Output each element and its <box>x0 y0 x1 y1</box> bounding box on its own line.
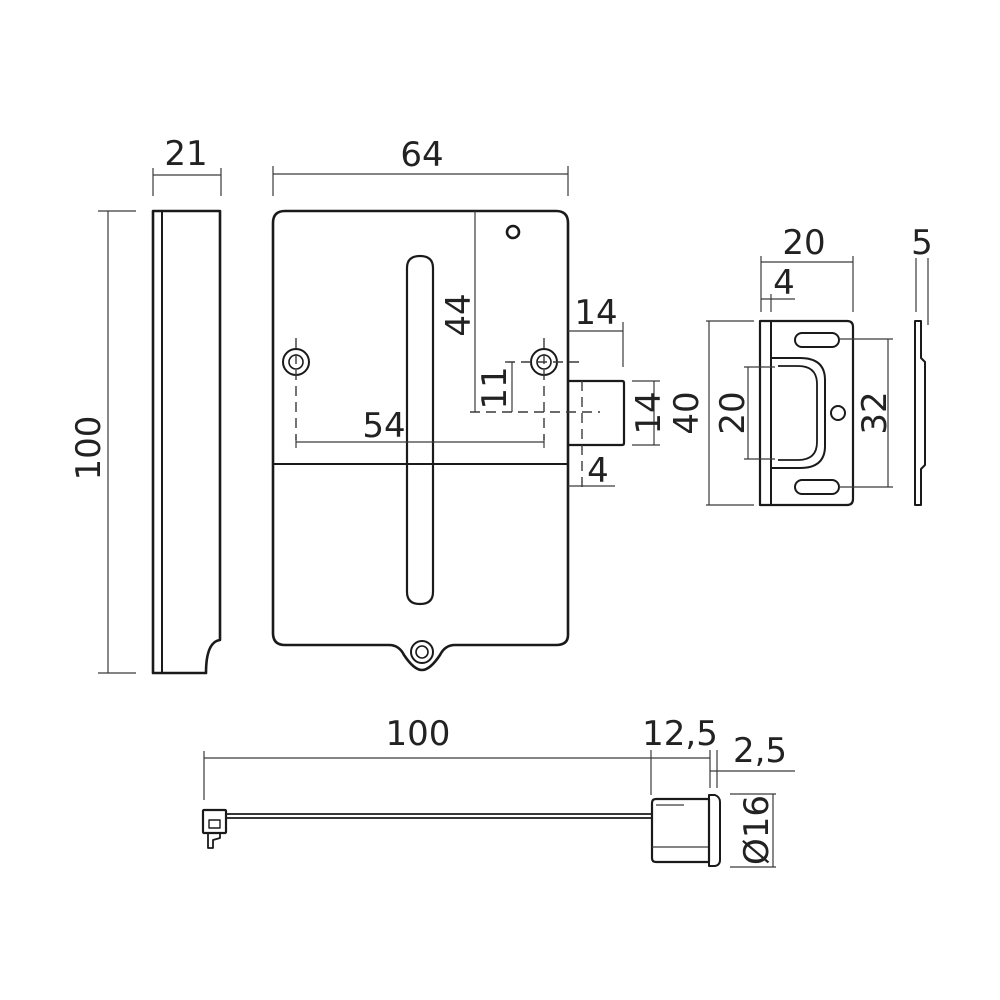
cable-button-view: 100 12,5 2,5 Ø16 <box>201 714 795 868</box>
dim-spindle-offset: 44 <box>439 293 479 336</box>
dim-bolt-inset: 4 <box>587 451 609 491</box>
dim-strike-hole-spacing: 32 <box>855 391 895 434</box>
dim-bolt-projection: 14 <box>574 293 617 333</box>
dim-button-diameter: Ø16 <box>737 795 777 865</box>
dim-strike-height: 40 <box>667 391 707 434</box>
dim-body-depth: 21 <box>164 134 207 174</box>
front-view: 54 44 11 64 14 14 4 <box>271 135 669 672</box>
dim-cable-length: 100 <box>386 714 451 754</box>
dim-bolt-offset: 11 <box>475 366 515 409</box>
strike-plate-view: 20 4 40 20 32 5 <box>667 223 933 507</box>
dim-bolt-height: 14 <box>629 391 669 434</box>
dim-strike-width: 20 <box>782 223 825 263</box>
dim-hole-spacing: 54 <box>362 406 405 446</box>
dim-body-width: 64 <box>400 135 443 175</box>
dim-body-height: 100 <box>69 416 109 481</box>
dim-strike-opening: 20 <box>713 391 753 434</box>
dim-button-flange: 2,5 <box>733 731 787 771</box>
side-view: 21 100 <box>69 134 222 675</box>
dim-strike-thickness: 5 <box>911 223 933 263</box>
dim-strike-lip: 4 <box>773 263 795 303</box>
dim-button-length: 12,5 <box>642 714 718 754</box>
